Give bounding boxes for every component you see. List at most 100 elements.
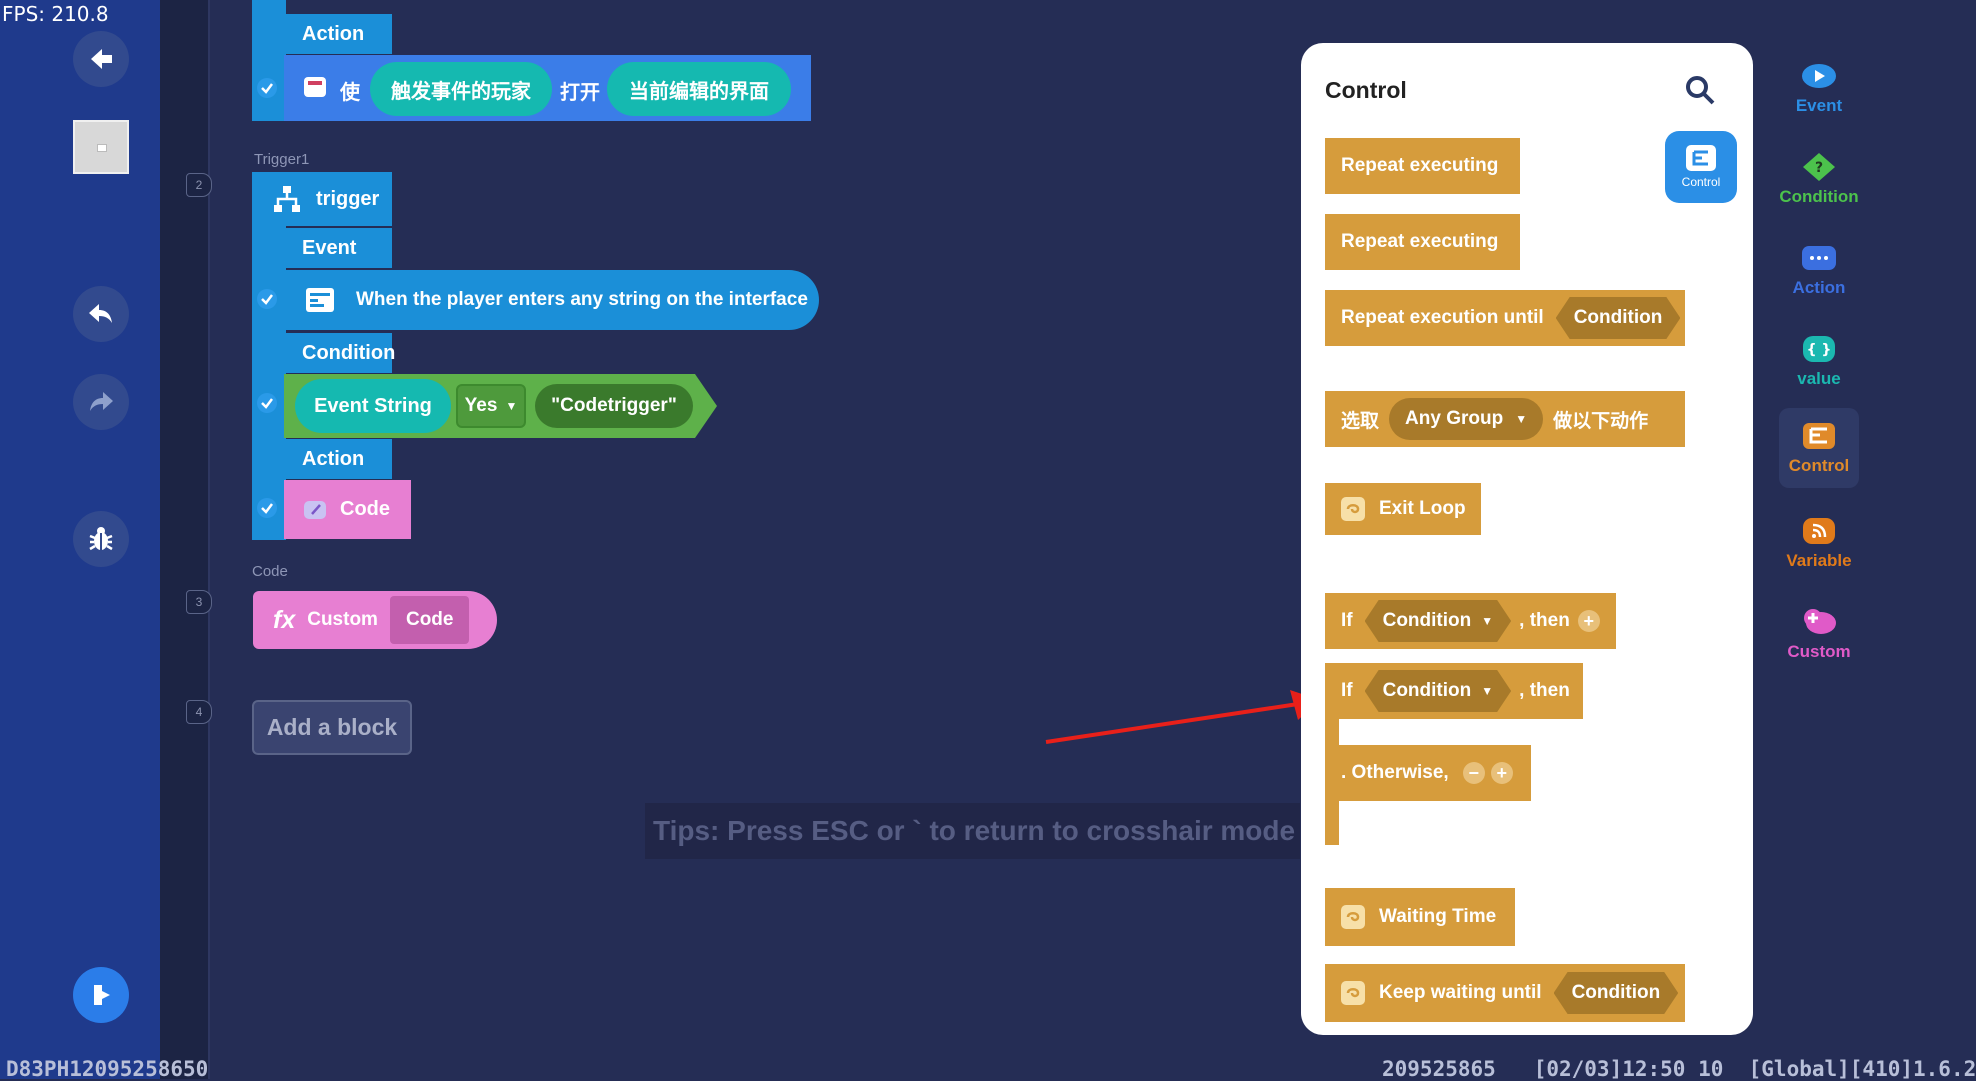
line-number: 4 — [186, 700, 212, 724]
trigger-title: trigger — [316, 187, 380, 210]
run-button[interactable] — [73, 967, 129, 1023]
custom-code-block[interactable]: fx Custom Code — [253, 591, 497, 649]
block-text: , then — [1519, 610, 1570, 631]
trigger-title-block[interactable]: trigger — [252, 172, 392, 226]
control-icon — [1803, 423, 1835, 449]
operator-dropdown[interactable]: Yes ▼ — [456, 384, 526, 428]
palette-if-then[interactable]: If Condition ▼ , then + — [1325, 593, 1616, 649]
player-slot[interactable]: 触发事件的玩家 — [370, 62, 552, 116]
block-text: Waiting Time — [1379, 906, 1497, 927]
event-block[interactable]: When the player enters any string on the… — [284, 270, 819, 330]
code-section-label: Code — [252, 563, 288, 580]
block-text: , then — [1519, 680, 1570, 701]
category-action[interactable]: Action — [1779, 230, 1859, 310]
bug-icon — [89, 527, 113, 551]
fx-icon: fx — [273, 605, 296, 634]
group-dropdown[interactable]: Any Group ▼ — [1389, 398, 1544, 440]
back-button[interactable] — [73, 31, 129, 87]
action-text: 使 — [340, 82, 360, 104]
block-text: 选取 — [1341, 410, 1380, 432]
category-value[interactable]: { } value — [1779, 321, 1859, 401]
check-icon[interactable] — [257, 498, 277, 518]
block-text: Keep waiting until — [1379, 982, 1542, 1003]
plus-icon[interactable]: + — [1577, 610, 1600, 632]
fps-counter: FPS: 210.8 — [2, 2, 109, 26]
palette-select-group[interactable]: 选取 Any Group ▼ 做以下动作 — [1325, 391, 1685, 447]
if-block-rail — [1325, 801, 1339, 845]
event-string-slot[interactable]: Event String — [295, 379, 451, 433]
redo-button[interactable] — [73, 374, 129, 430]
event-header: Event — [284, 228, 392, 268]
code-name-slot[interactable]: Code — [389, 596, 470, 644]
debug-button[interactable] — [73, 511, 129, 567]
loop-icon — [1341, 497, 1365, 521]
category-control[interactable]: Control — [1779, 408, 1859, 488]
check-icon[interactable] — [257, 78, 277, 98]
palette-repeat-executing[interactable]: Repeat executing — [1325, 214, 1520, 270]
dropdown-value: Condition — [1382, 680, 1472, 701]
check-icon[interactable] — [257, 289, 277, 309]
panel-category-control[interactable]: Control — [1665, 131, 1737, 203]
custom-label: Custom — [307, 609, 378, 630]
code-action-label: Code — [340, 498, 390, 520]
chevron-down-icon: ▼ — [1481, 684, 1494, 698]
category-label: Action — [1792, 278, 1846, 297]
svg-text:{ }: { } — [1807, 342, 1832, 358]
check-icon[interactable] — [257, 393, 277, 413]
variable-icon — [1803, 518, 1835, 544]
undo-icon — [89, 304, 112, 323]
block-palette-panel: Control Control Repeat executing Repeat … — [1301, 43, 1753, 1035]
panel-title: Control — [1325, 77, 1407, 103]
plus-icon[interactable]: + — [1490, 762, 1513, 784]
arrow-left-icon — [91, 49, 112, 69]
palette-waiting-time[interactable]: Waiting Time — [1325, 888, 1515, 946]
operator-value: Yes — [464, 395, 498, 416]
minus-icon[interactable]: − — [1462, 762, 1485, 784]
block-text: Exit Loop — [1379, 498, 1466, 519]
chevron-down-icon: ▼ — [505, 399, 518, 413]
category-event[interactable]: Event — [1779, 48, 1859, 128]
condition-dropdown[interactable]: Condition ▼ — [1365, 670, 1512, 712]
redo-icon — [90, 392, 113, 411]
line-number: 2 — [186, 173, 212, 197]
category-label: Control — [1788, 456, 1850, 475]
category-label: Variable — [1786, 551, 1852, 570]
search-icon[interactable] — [1685, 75, 1715, 105]
event-icon — [1802, 64, 1836, 88]
edit-code-icon — [304, 500, 326, 519]
hint-overlay: Tips: Press ESC or ` to return to crossh… — [645, 803, 1300, 859]
line-gutter — [160, 0, 210, 1079]
trigger-rail — [252, 0, 286, 121]
condition-slot[interactable]: Condition — [1554, 972, 1679, 1014]
condition-slot[interactable]: Condition — [1556, 297, 1681, 339]
svg-text:?: ? — [1815, 160, 1823, 176]
custom-icon — [1804, 609, 1836, 634]
panel-category-label: Control — [1681, 175, 1721, 189]
condition-dropdown[interactable]: Condition ▼ — [1365, 600, 1512, 642]
gutter-divider — [208, 0, 210, 1079]
string-value-slot[interactable]: "Codetrigger" — [535, 384, 693, 428]
category-label: Condition — [1779, 187, 1859, 206]
palette-if-then-else[interactable]: If Condition ▼ , then — [1325, 663, 1583, 719]
ui-slot[interactable]: 当前编辑的界面 — [607, 62, 791, 116]
run-icon — [94, 985, 110, 1005]
dropdown-value: Any Group — [1405, 408, 1504, 429]
category-variable[interactable]: Variable — [1779, 503, 1859, 583]
code-action-block[interactable]: Code — [284, 480, 411, 539]
add-block-button[interactable]: Add a block — [252, 700, 412, 755]
palette-repeat-executing[interactable]: Repeat executing — [1325, 138, 1520, 194]
scene-thumbnail[interactable] — [73, 120, 129, 174]
status-line: 209525865 [02/03]12:50 10 [Global][410]1… — [1382, 1057, 1976, 1081]
value-icon: { } — [1803, 336, 1835, 362]
category-condition[interactable]: ? Condition — [1779, 139, 1859, 219]
block-text: 做以下动作 — [1553, 410, 1649, 432]
line-number: 3 — [186, 590, 212, 614]
palette-keep-waiting-until[interactable]: Keep waiting until Condition — [1325, 964, 1685, 1022]
palette-exit-loop[interactable]: Exit Loop — [1325, 483, 1481, 535]
palette-repeat-until[interactable]: Repeat execution until Condition — [1325, 290, 1685, 346]
loop-icon — [1341, 981, 1365, 1005]
condition-header: Condition — [284, 333, 395, 373]
undo-button[interactable] — [73, 286, 129, 342]
category-custom[interactable]: Custom — [1779, 594, 1859, 674]
action-icon — [1802, 246, 1836, 270]
